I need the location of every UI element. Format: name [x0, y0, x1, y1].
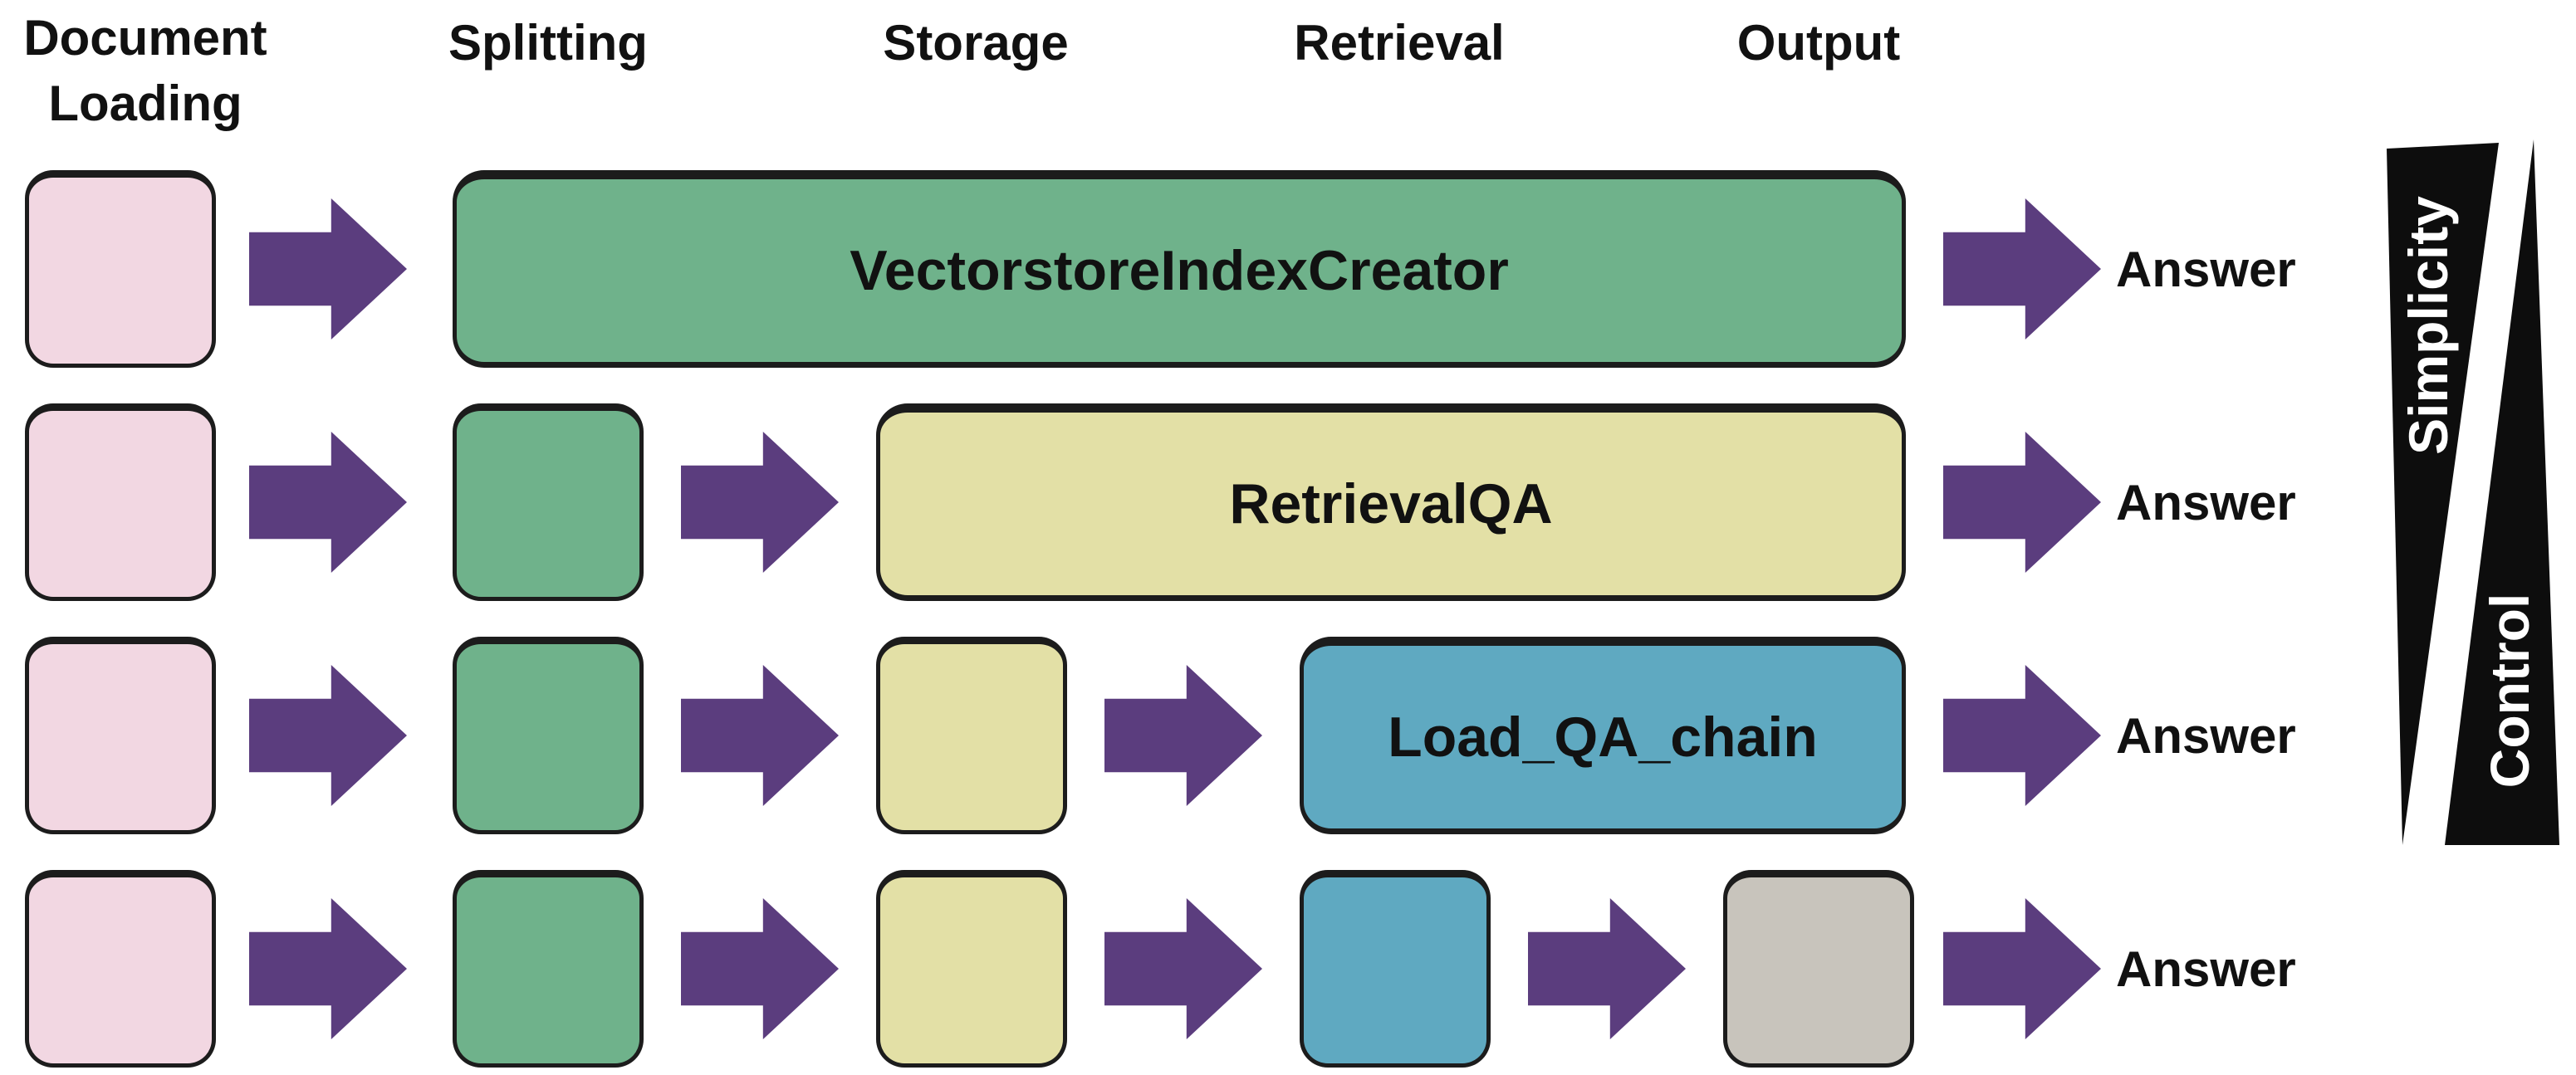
answer-label: Answer — [2116, 707, 2296, 764]
column-header-document-loading: Document Loading — [23, 10, 267, 132]
box-load-qa-chain: Load_QA_chain — [1300, 637, 1906, 834]
load-qa-chain-label: Load_QA_chain — [1388, 706, 1818, 769]
column-header-output: Output — [1736, 15, 1901, 71]
box-retrievalqa: RetrievalQA — [876, 403, 1906, 601]
simplicity-control-tradeoff: Simplicity Control — [2387, 139, 2559, 845]
box-storage — [876, 870, 1067, 1068]
vectorstoreindexcreator-label: VectorstoreIndexCreator — [850, 239, 1509, 302]
box-splitting — [453, 403, 644, 601]
column-header-retrieval: Retrieval — [1294, 15, 1505, 71]
box-document-loading — [25, 170, 216, 368]
flow-arrow-icon — [249, 898, 407, 1039]
answer-label: Answer — [2116, 241, 2296, 297]
flow-arrow-icon — [681, 898, 839, 1039]
flow-arrow-icon — [1943, 898, 2101, 1039]
box-output — [1723, 870, 1914, 1068]
box-document-loading — [25, 870, 216, 1068]
answer-label: Answer — [2116, 474, 2296, 530]
box-vectorstoreindexcreator: VectorstoreIndexCreator — [453, 170, 1906, 368]
flow-arrow-icon — [1943, 665, 2101, 806]
flow-arrow-icon — [1943, 432, 2101, 573]
simplicity-label: Simplicity — [2397, 196, 2459, 455]
flow-arrow-icon — [681, 432, 839, 573]
box-splitting — [453, 870, 644, 1068]
retrievalqa-label: RetrievalQA — [1229, 472, 1553, 535]
flow-arrow-icon — [1104, 665, 1262, 806]
column-header-storage: Storage — [883, 15, 1069, 71]
flow-arrow-icon — [249, 198, 407, 340]
flow-arrow-icon — [1528, 898, 1686, 1039]
flow-arrow-icon — [249, 665, 407, 806]
flow-arrow-icon — [249, 432, 407, 573]
control-label: Control — [2479, 594, 2540, 789]
column-header-splitting: Splitting — [448, 15, 648, 71]
flow-arrow-icon — [1104, 898, 1262, 1039]
box-document-loading — [25, 637, 216, 834]
box-storage — [876, 637, 1067, 834]
box-retrieval — [1300, 870, 1491, 1068]
box-document-loading — [25, 403, 216, 601]
control-wedge — [2445, 139, 2559, 845]
answer-label: Answer — [2116, 941, 2296, 997]
flow-arrow-icon — [681, 665, 839, 806]
simplicity-wedge — [2387, 143, 2499, 845]
flow-arrow-icon — [1943, 198, 2101, 340]
box-splitting — [453, 637, 644, 834]
